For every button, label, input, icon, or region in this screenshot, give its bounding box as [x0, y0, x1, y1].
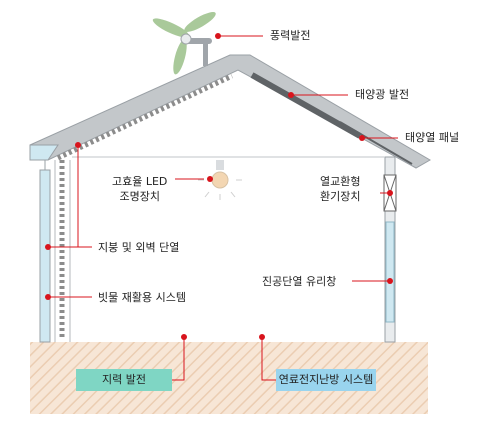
- marker-dot: [207, 176, 213, 182]
- roof-insulation: [56, 73, 234, 161]
- vacuum-window: [385, 221, 395, 323]
- label-vacuum-window: 진공단열 유리창: [262, 275, 337, 288]
- marker-dot: [45, 294, 51, 300]
- marker-dot: [259, 334, 265, 340]
- led-lamp: [211, 171, 229, 189]
- marker-dot: [75, 142, 81, 148]
- label-led-lighting: 고효율 LED 조명장치: [112, 175, 168, 203]
- badge-geothermal: 지력 발전: [76, 369, 172, 391]
- turbine-blade: [173, 39, 187, 75]
- marker-dot: [359, 135, 365, 141]
- label-rainwater-recycling: 빗물 재활용 시스템: [98, 291, 186, 304]
- label-solar-pv: 태양광 발전: [355, 88, 410, 101]
- roof: [29, 54, 431, 169]
- turbine-blade: [184, 12, 216, 32]
- callout-line-fuel: [261, 337, 276, 381]
- badge-fuel-cell-heating: 연료전지난방 시스템: [276, 369, 376, 391]
- marker-dot: [387, 278, 393, 284]
- marker-dot: [215, 33, 221, 39]
- callout-line-geo: [172, 337, 185, 381]
- callout-line-insulation: [48, 145, 92, 248]
- left-wall-glass: [39, 169, 51, 343]
- label-roof-wall-insulation: 지붕 및 외벽 단열: [98, 241, 180, 254]
- label-heat-exchange-ventilator: 열교환형 환기장치: [320, 175, 361, 203]
- solar-thermal-panel: [339, 121, 413, 165]
- marker-dot: [45, 244, 51, 250]
- marker-dot: [288, 92, 294, 98]
- marker-dot: [181, 334, 187, 340]
- turbine-blade: [152, 18, 190, 38]
- marker-dot: [387, 190, 393, 196]
- solar-pv-panel: [250, 72, 362, 139]
- turbine-pole: [203, 40, 208, 66]
- label-solar-thermal: 태양열 패널: [405, 131, 460, 144]
- label-wind-power: 풍력발전: [270, 29, 311, 42]
